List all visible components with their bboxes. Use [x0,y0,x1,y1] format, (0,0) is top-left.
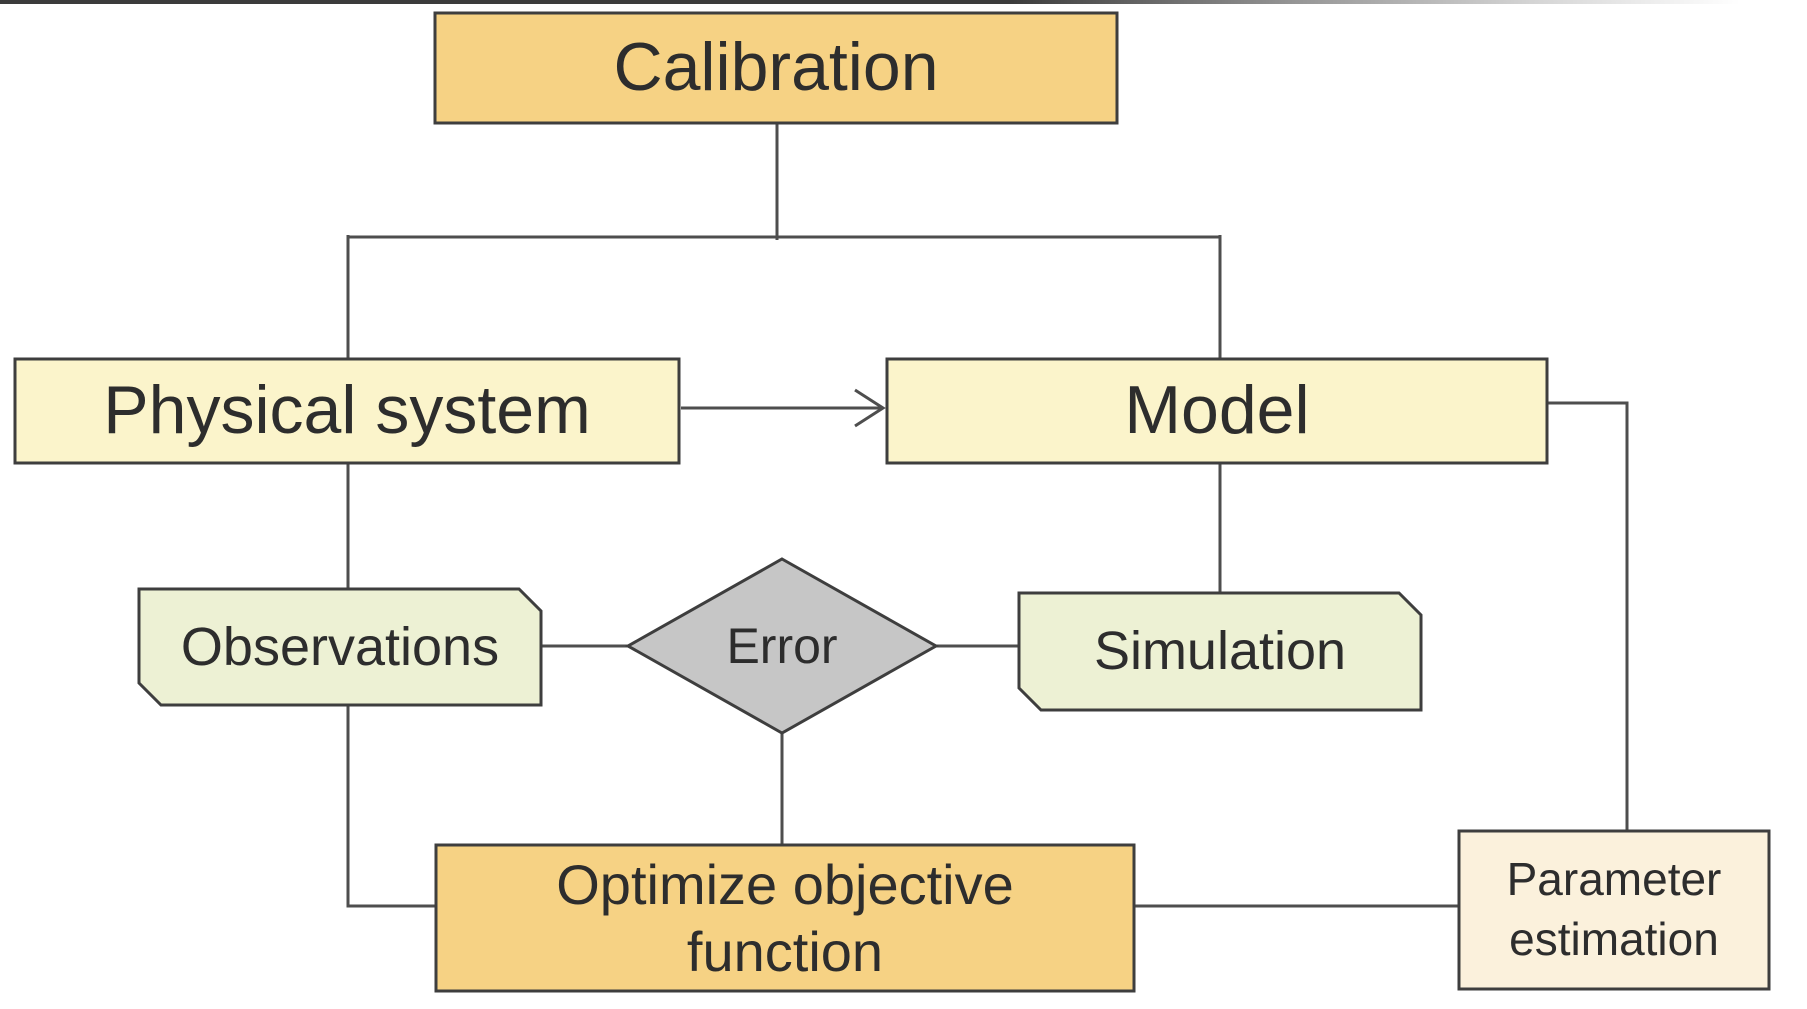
node-error: Error [726,618,838,674]
observations-card-shape [137,587,543,707]
optimize-objective-box-shape [434,843,1136,993]
physical-system-box-shape [13,357,681,465]
node-parameter-estimation: Parameter estimation [1506,853,1722,965]
node-calibration: Calibration [613,29,939,106]
node-observations: Observations [180,616,500,677]
edge-parameter-to-model [1546,401,1629,833]
edge-physical-to-model-arrowhead-icon [854,388,886,428]
model-box-shape [885,357,1549,465]
parameter-estimation-box-shape [1457,829,1771,991]
node-optimize-objective: Optimize objective function [556,852,1014,983]
error-diamond-shape [624,557,940,735]
node-physical-system: Physical system [103,372,591,449]
node-simulation: Simulation [1093,621,1347,682]
node-model: Model [1124,372,1310,449]
calibration-box-shape [433,11,1119,125]
top-edge-artifact [0,0,1740,4]
simulation-card-shape [1017,591,1423,712]
